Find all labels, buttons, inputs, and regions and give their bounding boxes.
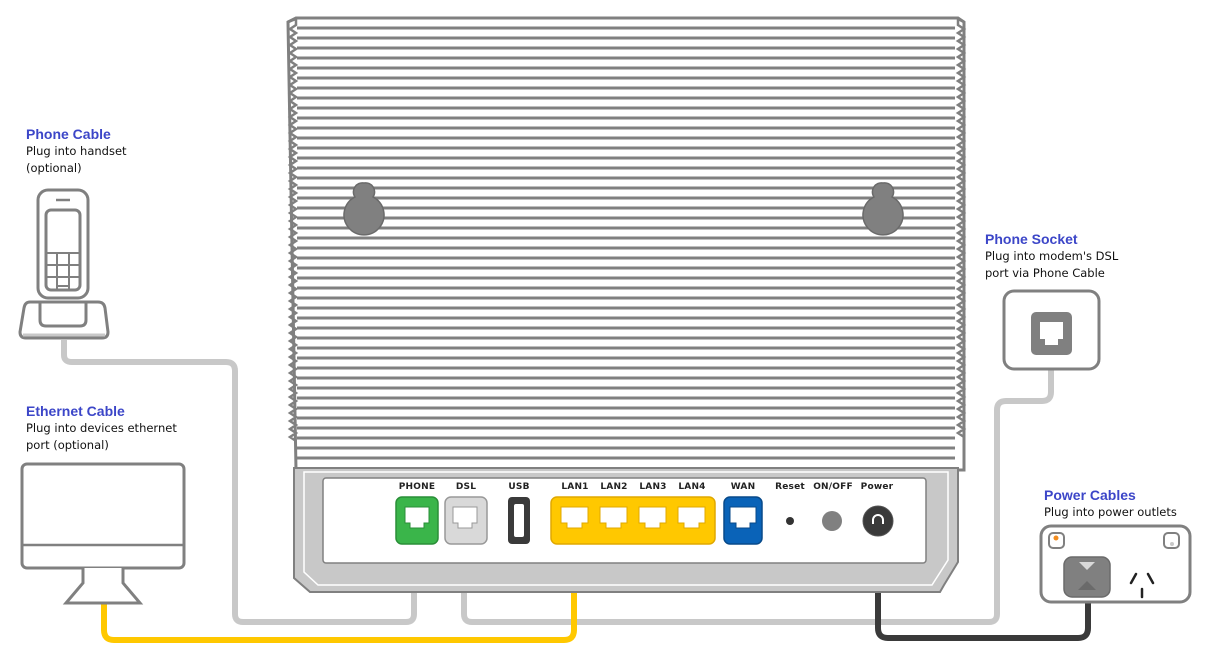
lan3-port[interactable]	[638, 506, 667, 529]
callout-title: Phone Socket	[985, 231, 1078, 247]
phone-handset-icon	[18, 188, 110, 340]
callout-desc: port via Phone Cable	[985, 266, 1105, 280]
callout-power-cables: Power Cables Plug into power outlets	[1044, 487, 1177, 521]
callout-phone-cable: Phone Cable Plug into handset (optional)	[26, 126, 127, 177]
onoff-button[interactable]	[822, 511, 842, 531]
port-label-phone: PHONE	[398, 482, 436, 492]
power-port[interactable]	[862, 505, 894, 537]
port-label-reset: Reset	[775, 482, 805, 492]
modem	[286, 16, 967, 593]
lan2-port[interactable]	[599, 506, 628, 529]
callout-title: Power Cables	[1044, 487, 1136, 503]
phone-port[interactable]	[395, 496, 439, 545]
wan-port[interactable]	[723, 496, 763, 545]
ethernet-cable	[101, 520, 577, 643]
port-label-lan2: LAN2	[600, 482, 628, 492]
port-label-lan1: LAN1	[561, 482, 589, 492]
phone-cable-dsl	[461, 335, 1054, 625]
port-label-wan: WAN	[730, 482, 756, 492]
wall-mount-hole-left	[343, 182, 385, 236]
callout-desc: (optional)	[26, 161, 82, 175]
callout-desc: port (optional)	[26, 438, 109, 452]
phone-cable-handset	[61, 340, 417, 625]
callout-phone-socket: Phone Socket Plug into modem's DSL port …	[985, 231, 1118, 282]
lan1-port[interactable]	[560, 506, 589, 529]
port-label-onoff: ON/OFF	[813, 482, 853, 492]
callout-desc: Plug into handset	[26, 144, 127, 158]
dsl-port[interactable]	[444, 496, 488, 545]
callout-desc: Plug into modem's DSL	[985, 249, 1119, 263]
power-cable	[875, 520, 1091, 641]
power-outlet-icon	[1039, 524, 1192, 604]
lan4-port[interactable]	[677, 506, 706, 529]
callout-desc: Plug into devices ethernet	[26, 421, 177, 435]
port-label-lan3: LAN3	[639, 482, 667, 492]
callout-title: Ethernet Cable	[26, 403, 125, 419]
phone-socket-icon	[1002, 289, 1101, 371]
vent-lines	[297, 26, 955, 460]
callout-title: Phone Cable	[26, 126, 111, 142]
reset-button[interactable]	[786, 517, 794, 525]
computer-monitor-icon	[20, 462, 186, 605]
port-label-lan4: LAN4	[678, 482, 706, 492]
port-label-usb: USB	[508, 482, 530, 492]
port-label-power: Power	[860, 482, 894, 492]
wall-mount-hole-right	[862, 182, 904, 236]
usb-port[interactable]	[508, 497, 530, 544]
callout-desc: Plug into power outlets	[1044, 505, 1177, 519]
port-label-dsl: DSL	[455, 482, 477, 492]
lan-port-block	[550, 496, 716, 545]
callout-ethernet-cable: Ethernet Cable Plug into devices etherne…	[26, 403, 177, 454]
left-edge-ridges	[287, 17, 299, 443]
right-edge-ridges	[955, 16, 967, 439]
